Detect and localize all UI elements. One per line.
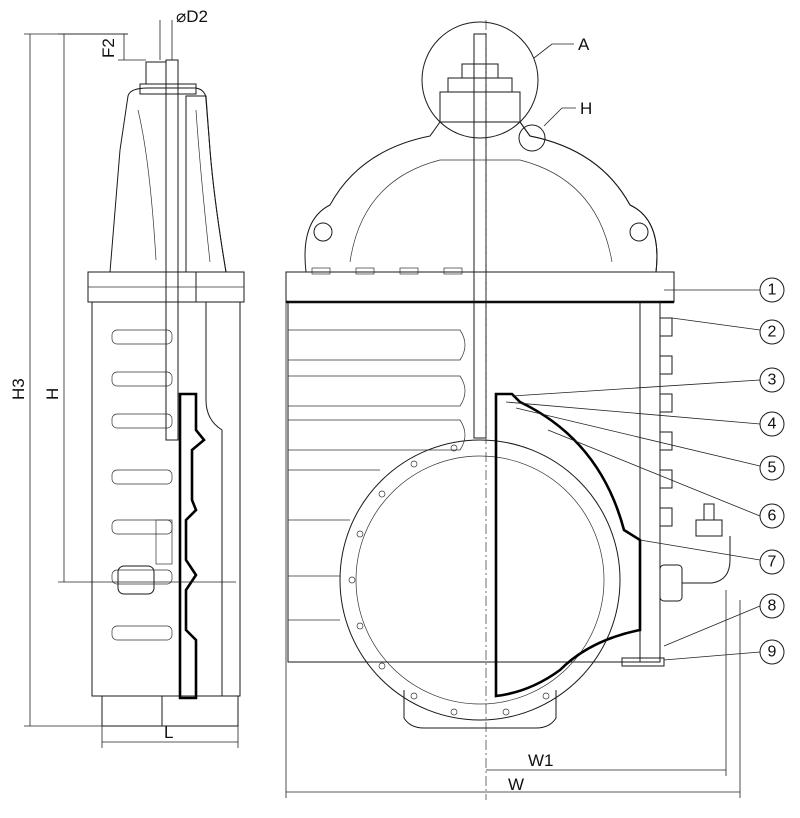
side-dimensions [24, 20, 239, 748]
side-body-ribs [111, 329, 173, 641]
f2-label: F2 [99, 38, 118, 58]
callout-2 [759, 319, 785, 345]
callout-5-number: 5 [768, 460, 777, 477]
callout-9 [759, 639, 785, 665]
w1-label: W1 [528, 751, 554, 770]
front-stem [473, 63, 487, 439]
front-lifting-lug-left [313, 222, 333, 242]
callout-2-number: 2 [768, 324, 777, 341]
front-dimensions [285, 302, 741, 798]
d2-label: ⌀D2 [176, 7, 208, 26]
callout-leaders [505, 289, 761, 661]
callout-6 [759, 503, 785, 529]
side-stem [165, 59, 179, 441]
front-bonnet [304, 121, 658, 273]
side-body-section [205, 301, 241, 697]
front-bonnet-right [485, 121, 658, 273]
w-label: W [508, 775, 524, 794]
side-bottom-flange [101, 695, 239, 727]
front-bypass-bonnet [695, 519, 723, 537]
detail-h-label: H [580, 99, 592, 118]
callout-7 [759, 549, 785, 575]
detail-a-label: A [578, 35, 590, 54]
front-view [285, 20, 731, 800]
callout-3 [759, 367, 785, 393]
side-bypass-stem [155, 519, 173, 565]
front-bore-flange [339, 439, 621, 721]
side-bonnet-rib [137, 109, 157, 261]
side-bottom-section [161, 695, 239, 727]
front-bore-inner [355, 455, 605, 705]
front-body-fins [659, 317, 673, 527]
callout-6-number: 6 [768, 508, 777, 525]
callout-1-number: 1 [768, 282, 777, 299]
front-bypass-stem [703, 503, 715, 521]
front-top-flange [285, 271, 675, 303]
front-stem-top [473, 33, 487, 65]
h3-label: H3 [9, 378, 28, 400]
side-wedge [178, 392, 206, 700]
front-flange-bolts [311, 267, 463, 275]
callout-1 [759, 277, 785, 303]
front-packing-box [439, 91, 521, 123]
l-label: L [164, 723, 173, 742]
detail-h-leader [543, 107, 576, 127]
front-bonnet-inner [349, 159, 613, 263]
front-base-plate [621, 657, 665, 667]
callout-3-number: 3 [768, 372, 777, 389]
callout-8-number: 8 [768, 598, 777, 615]
front-bypass-body [659, 564, 683, 602]
front-lifting-lug-right [629, 222, 649, 242]
side-bonnet-section [185, 95, 227, 273]
front-gland [447, 77, 513, 93]
h-label: H [43, 388, 62, 400]
side-bonnet-rib-2 [195, 109, 211, 263]
callout-4 [759, 411, 785, 437]
detail-a-circle [421, 21, 539, 139]
part-callouts: 1 2 3 4 5 6 7 8 9 [759, 277, 785, 665]
side-view [87, 59, 245, 727]
front-body-ribs [288, 329, 466, 621]
callout-7-number: 7 [768, 554, 777, 571]
front-bypass-pipe [682, 536, 731, 584]
callout-5 [759, 455, 785, 481]
callout-9-number: 9 [768, 644, 777, 661]
callout-8 [759, 593, 785, 619]
front-wedge [494, 392, 642, 698]
detail-h-circle [518, 124, 546, 152]
front-body-wall [639, 301, 661, 663]
front-stem-nut [461, 63, 499, 79]
callout-4-number: 4 [768, 416, 777, 433]
side-cap-flange [139, 83, 197, 95]
side-bonnet [109, 87, 227, 273]
detail-a-leader [533, 43, 574, 59]
front-bottom-skirt [403, 690, 557, 729]
side-stem-cap [145, 61, 167, 85]
front-bolt-holes [348, 444, 550, 716]
side-bypass [117, 565, 155, 595]
